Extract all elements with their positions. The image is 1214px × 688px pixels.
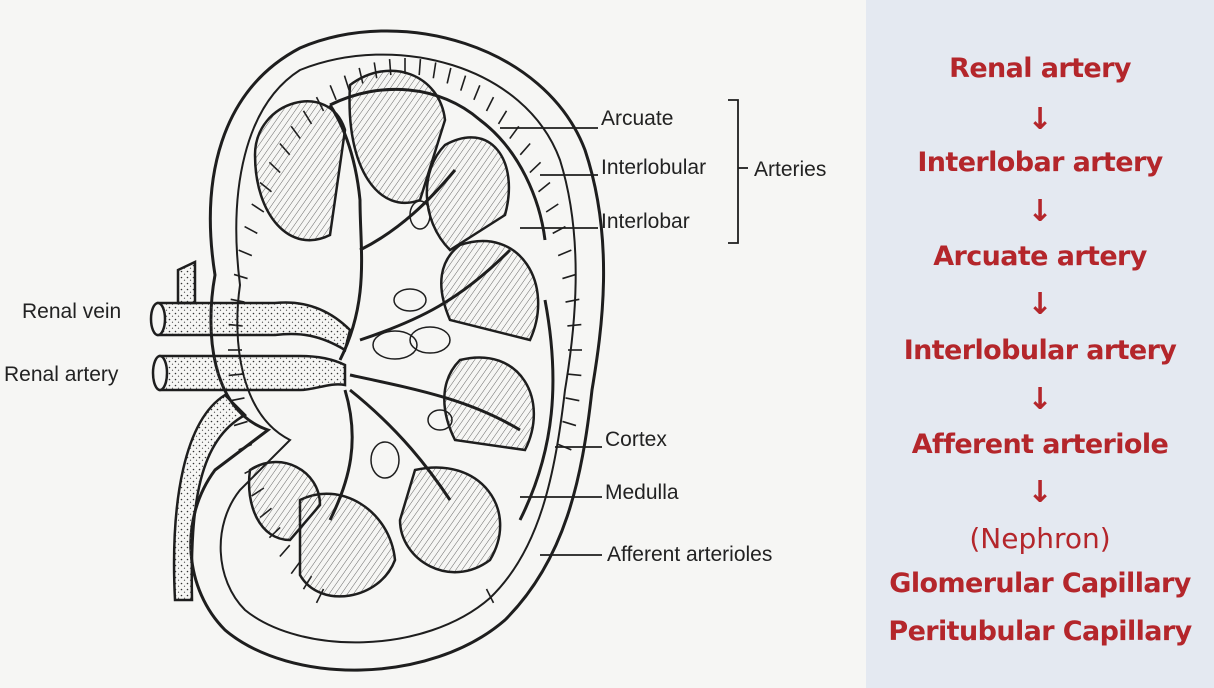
down-arrow-icon: ↓ <box>1027 475 1053 510</box>
arteries-label: Arteries <box>754 158 827 181</box>
flow-step-renal-artery: Renal artery <box>949 53 1131 84</box>
flow-step-peritubular-capillary: Peritubular Capillary <box>888 616 1192 647</box>
down-arrow-icon: ↓ <box>1027 102 1053 137</box>
renal-vein-label: Renal vein <box>22 300 122 323</box>
renal-artery-vessel <box>158 354 347 392</box>
renal-vein-vessel <box>156 301 352 352</box>
medulla-label: Medulla <box>605 481 679 504</box>
arterial-branches <box>328 87 555 521</box>
flow-step-interlobar-artery: Interlobar artery <box>917 147 1163 178</box>
flow-step-arcuate-artery: Arcuate artery <box>933 241 1147 272</box>
kidney-illustration <box>149 29 748 672</box>
renal-vein-opening <box>149 301 167 337</box>
down-arrow-icon: ↓ <box>1027 287 1053 322</box>
flow-step-afferent-arteriole: Afferent arteriole <box>911 429 1169 460</box>
renal-artery-opening <box>151 354 169 392</box>
down-arrow-icon: ↓ <box>1027 382 1053 417</box>
glomerular-clusters <box>370 200 453 479</box>
flow-step-glomerular-capillary: Glomerular Capillary <box>889 568 1191 599</box>
ureter <box>172 393 248 602</box>
cortex-label: Cortex <box>605 428 667 451</box>
blood-flow-panel: Renal artery ↓ Interlobar artery ↓ Arcua… <box>866 0 1214 688</box>
down-arrow-icon: ↓ <box>1027 194 1053 229</box>
interlobar-label: Interlobar <box>601 210 690 233</box>
kidney-diagram: Arcuate Interlobular Interlobar Arteries… <box>4 29 827 672</box>
label-leader-lines <box>500 99 748 556</box>
renal-vein-branch <box>176 260 197 305</box>
interlobular-label: Interlobular <box>601 156 707 179</box>
medullary-pyramids <box>247 69 540 598</box>
flow-step-interlobular-artery: Interlobular artery <box>903 335 1177 366</box>
arcuate-label: Arcuate <box>601 107 674 130</box>
afferent-arterioles-label: Afferent arterioles <box>607 543 773 566</box>
flow-step-nephron: (Nephron) <box>969 522 1111 555</box>
renal-artery-label: Renal artery <box>4 363 119 386</box>
